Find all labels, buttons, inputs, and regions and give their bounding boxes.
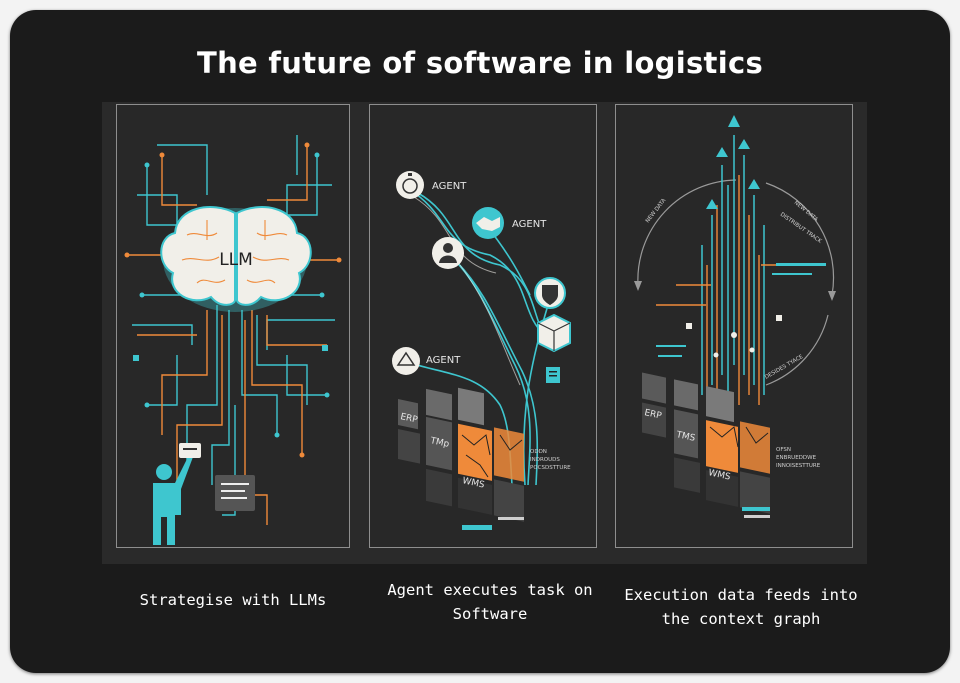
upward-data-streams [701,135,765,405]
llm-brain-illustration: LLM [124,135,342,545]
arc-label-1: NEW DATA [645,198,668,225]
tile-text-3-2: ENBRUEDDWE [776,455,817,461]
tile-text-3: POCSDSTTURE [530,465,571,471]
handshake-agent-icon [472,207,504,239]
cube-icon [537,313,571,353]
tile-text-2: INDROUDS [530,457,560,463]
side-bars [656,263,826,357]
panel-context-graph-illustration: NEW DATA NEW DATA DISTRIBUT TRACK DESIDE… [615,104,853,548]
brain-label: LLM [219,250,253,270]
agent-label-3: AGENT [426,355,461,366]
person-agent-icon [432,237,464,269]
caption-line-1: Execution data feeds into [624,586,858,604]
slide-title: The future of software in logistics [196,46,764,80]
caption-strategise: Strategise with LLMs [108,588,358,612]
system-label-erp-3: ERP [643,408,663,422]
system-label-tms-3: TMS [674,430,696,444]
agent-label-2: AGENT [512,219,547,230]
caption-line-2: Software [452,605,528,623]
feedback-cycle-arc [637,179,835,386]
system-label-tmp: TMp [428,436,450,450]
cycle-arrowheads [634,281,836,301]
screen-panel-icon [215,475,255,511]
context-graph-illustration: NEW DATA NEW DATA DISTRIBUT TRACK DESIDE… [634,115,836,518]
balance-agent-icon [392,347,420,375]
orange-data-streams [656,175,811,405]
software-system-tiles-3 [642,372,770,518]
caption-line-1: Agent executes task on [387,581,593,599]
arrowheads-up [706,115,760,209]
caption-text: Strategise with LLMs [139,591,327,609]
tile-text-1: ODDN [530,449,547,455]
chat-bubble-icon [179,443,201,458]
arc-label-4: DESIDES TYACE [764,354,805,381]
software-system-tiles [398,387,524,530]
system-label-erp: ERP [399,412,419,426]
document-small-icon [546,367,560,383]
shield-icon [534,277,566,309]
caption-execution: Execution data feeds into the context gr… [605,583,877,631]
agent-flow-illustration: AGENT AGENT AGENT [392,171,571,530]
system-label-wms: WMS [461,476,485,490]
orange-circuit-lines [127,145,339,525]
arc-label-2: NEW DATA [793,200,819,223]
panel-agent-illustration: AGENT AGENT AGENT [369,104,597,548]
agent-label-1: AGENT [432,181,467,192]
brain-icon: LLM [160,206,312,312]
system-label-wms-3: WMS [707,468,731,482]
white-nodes [686,315,782,358]
tile-text-3-1: OFSN [776,447,791,453]
panel-llm-illustration: LLM [116,104,350,548]
stopwatch-agent-icon [396,171,424,199]
caption-line-2: the context graph [661,610,821,628]
caption-agent: Agent executes task on Software [355,578,625,626]
person-silhouette [153,455,193,545]
tile-text-3-3: INNOISESTTURE [776,463,821,469]
teal-circuit-lines [132,135,335,516]
